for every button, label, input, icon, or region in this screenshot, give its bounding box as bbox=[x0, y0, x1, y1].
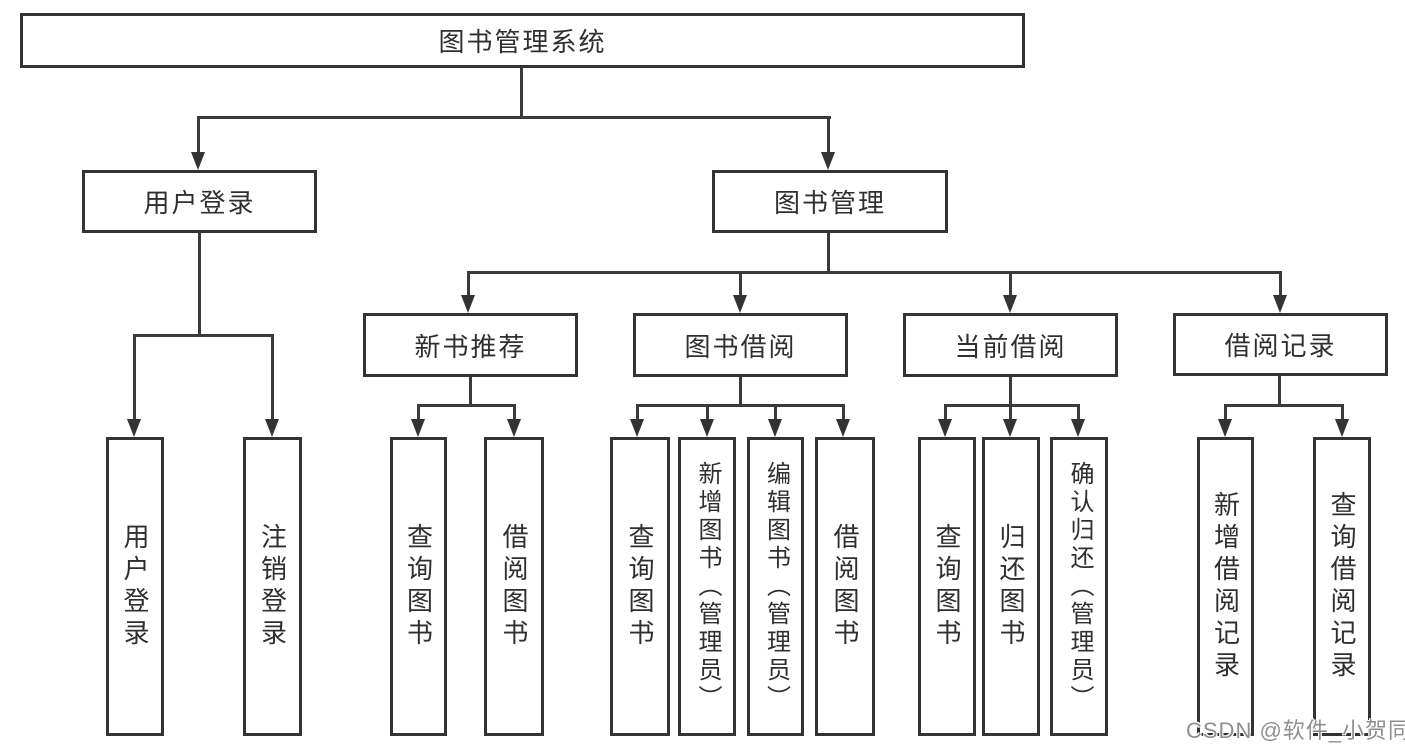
node-root: 图书管理系统 bbox=[20, 13, 1025, 68]
connector-drop-cb-leaf2 bbox=[1009, 407, 1012, 420]
node-user-login-label: 用户登录 bbox=[143, 188, 256, 218]
connector-drop-bb-leaf1 bbox=[636, 407, 639, 420]
leaf-bb-add-books-admin-label: 新增图书（管理员） bbox=[694, 460, 721, 713]
connector-drop-new-book-recommend bbox=[467, 274, 470, 296]
leaf-bb-borrow-books-label: 借阅图书 bbox=[830, 522, 860, 651]
arrow-cb-leaf2 bbox=[1003, 419, 1017, 437]
arrow-bb-leaf2 bbox=[700, 419, 714, 437]
connector-drop-nbr-leaf2 bbox=[513, 407, 516, 420]
arrow-current-borrow bbox=[1003, 295, 1017, 313]
connector-drop-bb-leaf2 bbox=[706, 407, 709, 420]
arrow-br-leaf1 bbox=[1218, 419, 1232, 437]
leaf-br-query-record-label: 查询借阅记录 bbox=[1327, 490, 1357, 683]
connector-drop-book-management bbox=[827, 119, 830, 152]
connector-current-borrow-bar bbox=[944, 404, 1080, 407]
connector-user-login-bar bbox=[133, 334, 274, 337]
arrow-nbr-leaf1 bbox=[411, 419, 425, 437]
leaf-nbr-query-books: 查询图书 bbox=[390, 437, 447, 736]
arrow-user-login bbox=[191, 152, 205, 170]
leaf-bb-add-books-admin: 新增图书（管理员） bbox=[678, 437, 736, 736]
leaf-bb-borrow-books: 借阅图书 bbox=[815, 437, 875, 736]
leaf-bb-query-books: 查询图书 bbox=[610, 437, 670, 736]
leaf-br-query-record: 查询借阅记录 bbox=[1313, 437, 1371, 736]
leaf-bb-edit-books-admin: 编辑图书（管理员） bbox=[747, 437, 804, 736]
leaf-cb-query-books: 查询图书 bbox=[918, 437, 976, 736]
arrow-book-management bbox=[821, 152, 835, 170]
node-borrow-record-label: 借阅记录 bbox=[1224, 331, 1337, 361]
node-current-borrow: 当前借阅 bbox=[903, 313, 1118, 377]
connector-drop-cb-leaf1 bbox=[944, 407, 947, 420]
node-new-book-recommend: 新书推荐 bbox=[363, 313, 578, 377]
leaf-br-add-record: 新增借阅记录 bbox=[1197, 437, 1254, 736]
connector-root-bar bbox=[197, 116, 831, 119]
connector-book-borrow-stem bbox=[739, 377, 742, 407]
connector-drop-nbr-leaf1 bbox=[417, 407, 420, 420]
leaf-cb-return-books-label: 归还图书 bbox=[996, 522, 1026, 651]
connector-drop-current-borrow bbox=[1009, 274, 1012, 296]
leaf-logout: 注销登录 bbox=[243, 437, 302, 736]
node-root-label: 图书管理系统 bbox=[438, 27, 607, 57]
node-new-book-recommend-label: 新书推荐 bbox=[414, 331, 527, 362]
arrow-cb-leaf3 bbox=[1071, 419, 1085, 437]
leaf-br-add-record-label: 新增借阅记录 bbox=[1210, 490, 1241, 683]
node-book-management-label: 图书管理 bbox=[773, 188, 886, 218]
leaf-cb-confirm-return-admin-label: 确认归还（管理员） bbox=[1066, 460, 1093, 713]
connector-drop-br-leaf1 bbox=[1224, 407, 1227, 420]
connector-book-management-stem bbox=[827, 233, 830, 273]
arrow-bb-leaf4 bbox=[836, 419, 850, 437]
node-current-borrow-label: 当前借阅 bbox=[954, 331, 1067, 362]
csdn-watermark: CSDN @软件_小贺同学 bbox=[1186, 718, 1405, 743]
connector-drop-book-borrow bbox=[739, 274, 742, 296]
connector-new-book-recommend-stem bbox=[469, 377, 472, 407]
connector-new-book-recommend-bar bbox=[417, 404, 516, 407]
arrow-bb-leaf3 bbox=[768, 419, 782, 437]
leaf-user-login: 用户登录 bbox=[106, 437, 164, 736]
arrow-nbr-leaf2 bbox=[507, 419, 521, 437]
arrow-cb-leaf1 bbox=[938, 419, 952, 437]
leaf-bb-query-books-label: 查询图书 bbox=[625, 522, 655, 651]
leaf-nbr-query-books-label: 查询图书 bbox=[403, 522, 434, 651]
connector-drop-borrow-record bbox=[1279, 274, 1282, 296]
connector-book-management-bar bbox=[467, 271, 1282, 274]
leaf-nbr-borrow-books-label: 借阅图书 bbox=[499, 522, 529, 651]
connector-drop-cb-leaf3 bbox=[1077, 407, 1080, 420]
node-book-management: 图书管理 bbox=[712, 170, 948, 233]
leaf-nbr-borrow-books: 借阅图书 bbox=[484, 437, 544, 736]
arrow-book-borrow bbox=[733, 295, 747, 313]
connector-drop-user-login bbox=[197, 119, 200, 152]
arrow-borrow-record bbox=[1273, 295, 1287, 313]
arrow-leaf-logout bbox=[265, 419, 279, 437]
leaf-cb-query-books-label: 查询图书 bbox=[932, 522, 962, 651]
connector-book-borrow-bar bbox=[636, 404, 845, 407]
node-borrow-record: 借阅记录 bbox=[1173, 313, 1388, 376]
connector-borrow-record-stem bbox=[1278, 376, 1281, 407]
connector-drop-bb-leaf3 bbox=[774, 407, 777, 420]
connector-drop-leaf-login bbox=[133, 337, 136, 419]
connector-current-borrow-stem bbox=[1009, 377, 1012, 407]
leaf-logout-label: 注销登录 bbox=[257, 522, 288, 651]
connector-drop-bb-leaf4 bbox=[842, 407, 845, 420]
leaf-user-login-label: 用户登录 bbox=[120, 522, 150, 651]
node-book-borrow: 图书借阅 bbox=[633, 313, 848, 377]
leaf-cb-confirm-return-admin: 确认归还（管理员） bbox=[1050, 437, 1108, 736]
arrow-bb-leaf1 bbox=[630, 419, 644, 437]
node-book-borrow-label: 图书借阅 bbox=[684, 331, 797, 362]
arrow-br-leaf2 bbox=[1335, 419, 1349, 437]
leaf-bb-edit-books-admin-label: 编辑图书（管理员） bbox=[762, 460, 790, 713]
arrow-leaf-login bbox=[127, 419, 141, 437]
connector-drop-br-leaf2 bbox=[1341, 407, 1344, 420]
connector-root-stem bbox=[520, 68, 523, 118]
connector-user-login-stem bbox=[198, 233, 201, 336]
leaf-cb-return-books: 归还图书 bbox=[982, 437, 1040, 736]
connector-borrow-record-bar bbox=[1224, 404, 1344, 407]
connector-drop-leaf-logout bbox=[271, 337, 274, 419]
node-user-login: 用户登录 bbox=[82, 170, 317, 233]
arrow-new-book-recommend bbox=[461, 295, 475, 313]
